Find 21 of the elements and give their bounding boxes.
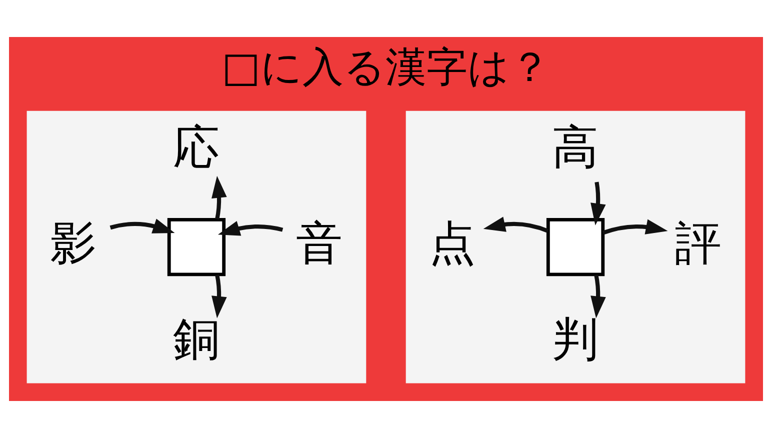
node-text: 評: [675, 215, 722, 270]
node-text: 影: [50, 215, 97, 270]
arrow: [110, 218, 175, 233]
diagram-title: □に入る漢字は？: [222, 42, 550, 90]
arrow: [218, 220, 284, 236]
arrow: [212, 274, 227, 318]
arrow: [483, 216, 549, 232]
node-text: 応: [172, 120, 220, 174]
node-text: 判: [552, 311, 600, 366]
node-text: 高: [552, 120, 600, 174]
node-box: [167, 217, 226, 276]
node-text: 音: [296, 215, 344, 270]
cluster: [403, 108, 748, 386]
arrow: [590, 274, 606, 318]
arrow: [212, 175, 227, 220]
arrow: [602, 218, 668, 234]
node-box: [546, 217, 605, 276]
arrow: [590, 181, 606, 225]
node-text: 点: [428, 215, 476, 270]
node-text: 銅: [172, 311, 220, 366]
cluster: [24, 108, 369, 386]
